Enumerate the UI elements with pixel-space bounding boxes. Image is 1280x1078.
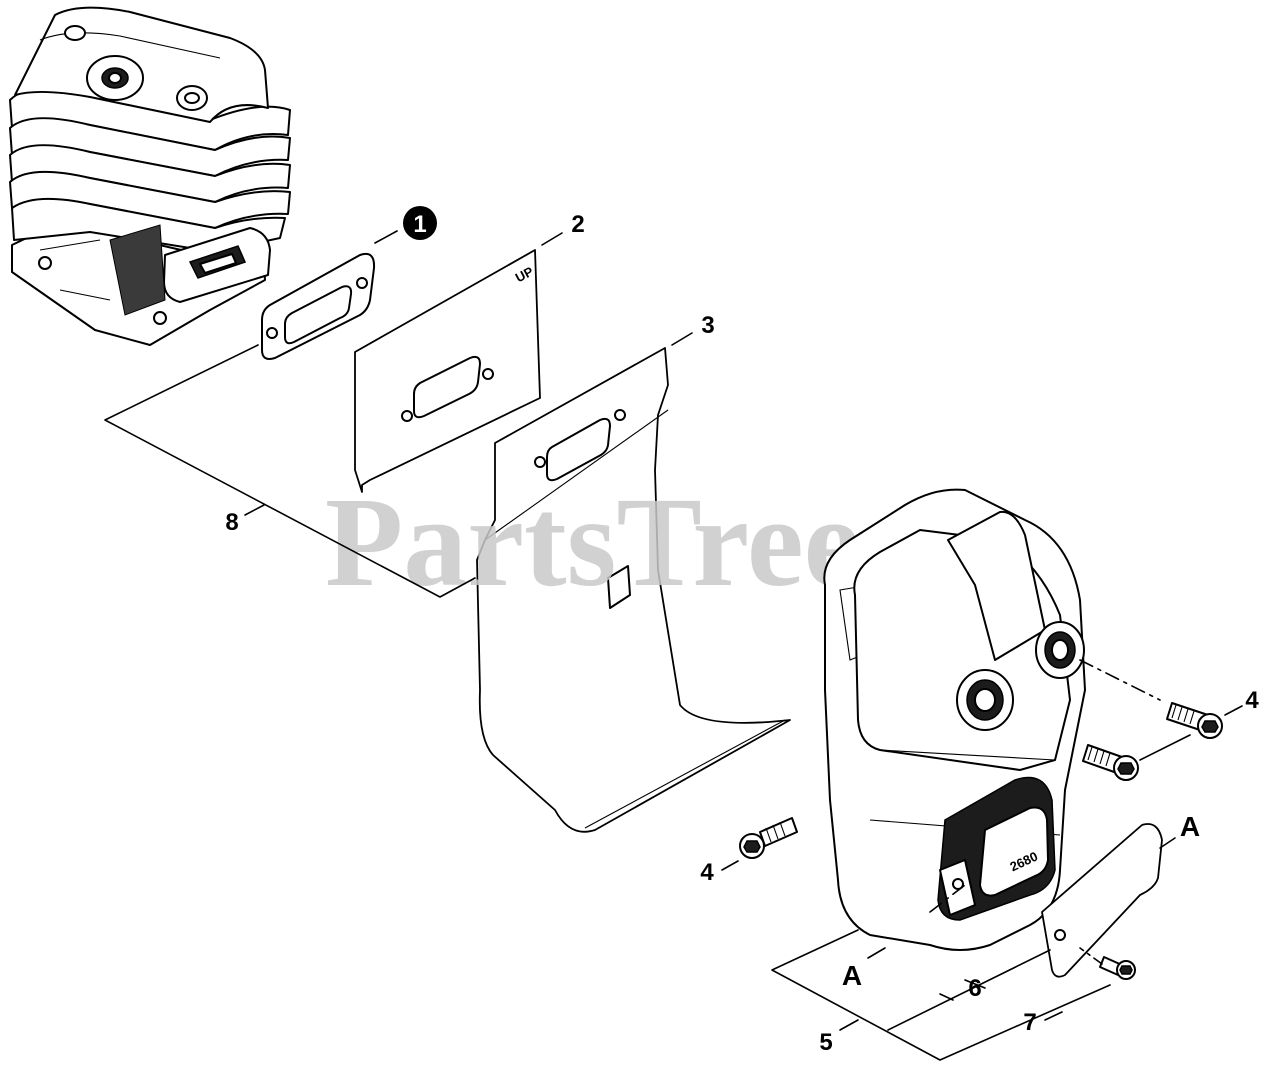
callout-7: 7 bbox=[1023, 1009, 1036, 1036]
bolt-part-4-middle bbox=[1082, 744, 1139, 781]
leader-lines bbox=[104, 230, 1243, 1061]
screw-part-7 bbox=[1099, 956, 1136, 980]
callout-8: 8 bbox=[225, 509, 238, 536]
callout-3: 3 bbox=[701, 312, 714, 339]
heat-shield-plate-part-2: UP bbox=[354, 249, 541, 493]
callout-5: 5 bbox=[819, 1029, 832, 1056]
muffler-illustration: 2680 bbox=[823, 488, 1086, 951]
reference-a-top: A bbox=[1180, 811, 1200, 842]
callout-6: 6 bbox=[968, 975, 981, 1002]
callout-1: 1 bbox=[403, 206, 437, 240]
reference-a-bottom: A bbox=[842, 960, 862, 991]
callout-4-upper: 4 bbox=[1245, 687, 1259, 714]
bolt-part-4-upper bbox=[1166, 702, 1223, 739]
callout-4-lower: 4 bbox=[700, 859, 714, 886]
bolt-part-4-lower bbox=[739, 817, 798, 859]
deflector-plate-part-6 bbox=[1041, 823, 1163, 978]
cylinder-illustration bbox=[9, 6, 291, 346]
watermark-text: PartsTree bbox=[325, 471, 860, 613]
heat-shield-part-3 bbox=[476, 347, 791, 833]
callout-2: 2 bbox=[571, 211, 584, 238]
gasket-part-1 bbox=[261, 252, 376, 360]
svg-text:1: 1 bbox=[413, 211, 426, 238]
